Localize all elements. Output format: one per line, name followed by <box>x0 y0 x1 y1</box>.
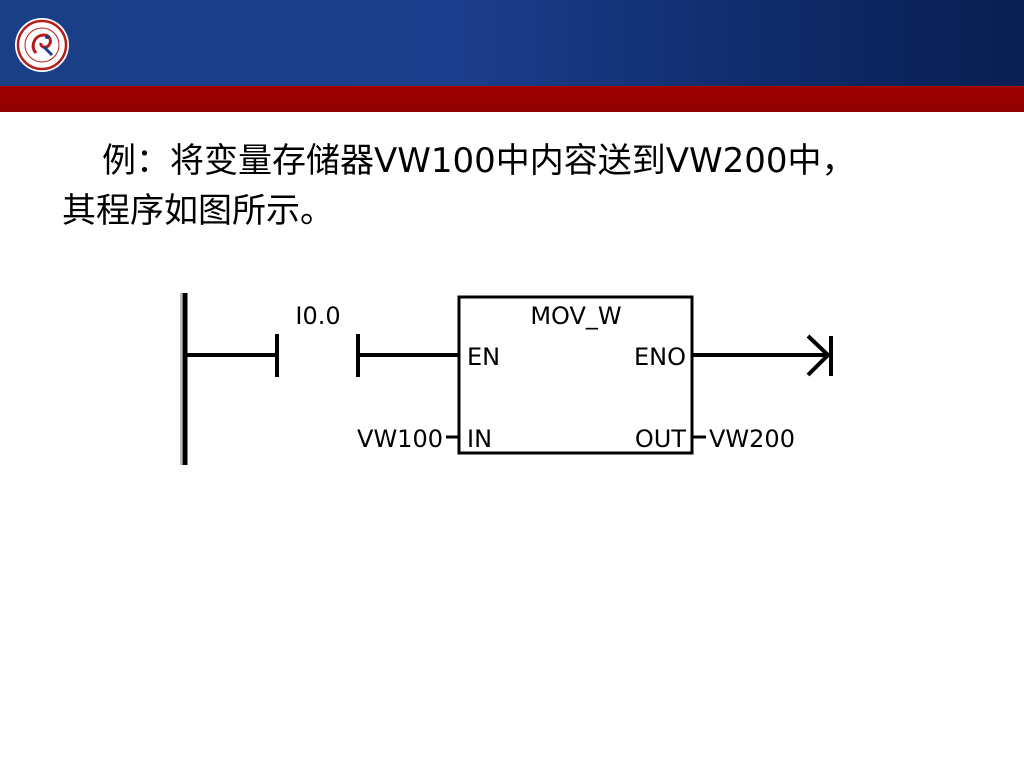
header-band <box>0 0 1024 86</box>
pin-out: OUT <box>635 425 686 453</box>
description-line-1: 例：将变量存储器VW100中内容送到VW200中， <box>102 141 856 181</box>
pin-eno: ENO <box>634 343 686 371</box>
pin-en: EN <box>467 343 500 371</box>
in-operand: VW100 <box>357 425 443 453</box>
pin-in: IN <box>467 425 492 453</box>
description-text: 例：将变量存储器VW100中内容送到VW200中， 其程序如图所示。 <box>62 136 962 236</box>
university-logo <box>15 18 69 72</box>
contact-label: I0.0 <box>295 302 340 330</box>
header-stripe <box>0 86 1024 112</box>
box-title: MOV_W <box>530 302 621 330</box>
contact-no <box>275 334 360 377</box>
mov-box <box>457 295 694 455</box>
out-operand: VW200 <box>709 425 795 453</box>
description-line-2: 其程序如图所示。 <box>62 191 334 231</box>
output-arrow-icon <box>806 334 831 377</box>
